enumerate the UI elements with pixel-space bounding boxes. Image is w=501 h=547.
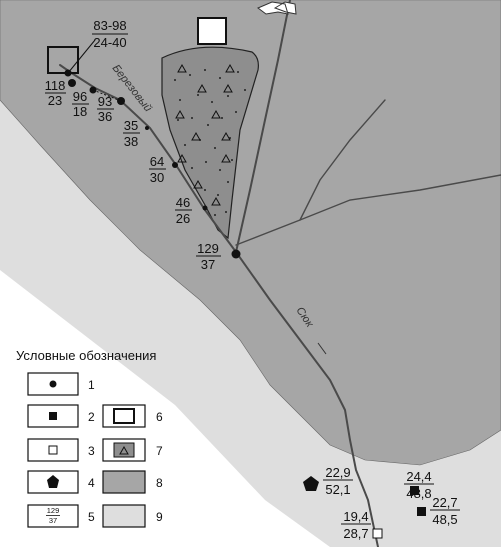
svg-text:30: 30: [150, 170, 164, 185]
legend-number: 1: [88, 378, 95, 392]
legend-dump-triangle: [119, 445, 129, 455]
dump-dots: [174, 69, 246, 216]
svg-text:23: 23: [48, 93, 62, 108]
legend-number: 5: [88, 510, 95, 524]
river-syuk-dash: [317, 342, 327, 355]
legend-square-open-icon: [48, 445, 58, 455]
svg-text:129: 129: [197, 241, 219, 256]
legend-pentagon-icon: [47, 475, 59, 488]
river-network: [59, 0, 501, 547]
leader-line: [67, 39, 96, 74]
zone-dark-gray: [0, 0, 501, 466]
svg-text:35: 35: [124, 118, 138, 133]
river-syuk: [235, 251, 379, 547]
svg-text:18: 18: [73, 104, 87, 119]
tributary-east: [235, 174, 501, 246]
quarry-rect-north: [197, 17, 227, 45]
svg-text:22,9: 22,9: [325, 465, 350, 480]
legend-dump-icon: [113, 442, 135, 458]
sample-point-circle: [145, 126, 149, 130]
sample-points: [64, 69, 426, 539]
sample-label: 24,4 48,8: [404, 469, 434, 501]
svg-text:52,1: 52,1: [325, 482, 350, 497]
svg-text:36: 36: [98, 109, 112, 124]
svg-text:96: 96: [73, 89, 87, 104]
sample-labels: 83-98 24-40 118 23 96 18 93 36 35 38 64 …: [45, 18, 460, 541]
svg-text:19,4: 19,4: [343, 509, 368, 524]
sample-point-circle: [117, 97, 125, 105]
sample-label: 46 26: [175, 195, 192, 226]
svg-text:83-98: 83-98: [93, 18, 126, 33]
sample-label: 19,4 28,7: [341, 509, 371, 541]
legend-number: 3: [88, 444, 95, 458]
sample-point-pentagon: [303, 476, 319, 491]
legend: Условные обозначения 1 2 3 4 129 37 5 6 …: [16, 348, 163, 528]
legend-number: 6: [156, 410, 163, 424]
sample-label: 93 36: [97, 94, 114, 124]
sample-point-square-open: [372, 528, 383, 539]
legend-title: Условные обозначения: [16, 348, 156, 363]
legend-dark-gray-swatch: [102, 470, 146, 494]
svg-text:118: 118: [45, 78, 66, 93]
sample-point-circle: [68, 79, 76, 87]
dump-triangles: [175, 63, 235, 206]
legend-fraction-top: 129: [47, 506, 60, 515]
sample-label: 118 23: [45, 78, 66, 108]
svg-text:38: 38: [124, 134, 138, 149]
svg-text:37: 37: [201, 257, 215, 272]
sample-point-circle: [202, 205, 208, 211]
sample-point-circle: [231, 249, 241, 259]
legend-open-rect-icon: [113, 408, 135, 424]
sample-label: 22,9 52,1: [323, 465, 353, 497]
sample-label: 129 37: [196, 241, 221, 272]
sample-point-square-filled: [417, 507, 426, 516]
sample-label: 22,7 48,5: [430, 495, 460, 527]
sample-point-circle: [172, 162, 178, 168]
sample-label: 96 18: [72, 89, 89, 119]
ravine-outline: [257, 1, 297, 15]
svg-text:48,5: 48,5: [432, 512, 457, 527]
svg-text:93: 93: [98, 94, 112, 109]
leader-line: [92, 89, 122, 102]
legend-number: 9: [156, 510, 163, 524]
svg-text:26: 26: [176, 211, 190, 226]
svg-text:24,4: 24,4: [406, 469, 431, 484]
legend-number: 7: [156, 444, 163, 458]
svg-text:24-40: 24-40: [93, 35, 126, 50]
tributary-north: [235, 0, 291, 253]
legend-fraction-bottom: 37: [49, 516, 57, 525]
svg-text:48,8: 48,8: [406, 486, 431, 501]
river-berezovy: [59, 64, 237, 253]
tributary-east-branch: [299, 99, 386, 221]
sample-point-square-filled: [410, 486, 419, 495]
svg-text:28,7: 28,7: [343, 526, 368, 541]
sample-label: 64 30: [149, 154, 166, 185]
legend-number: 8: [156, 476, 163, 490]
legend-box: [27, 504, 79, 528]
legend-square-filled-icon: [49, 412, 57, 420]
sample-label: 35 38: [123, 118, 140, 149]
legend-light-gray-swatch: [102, 504, 146, 528]
legend-number: 4: [88, 476, 95, 490]
svg-text:64: 64: [150, 154, 164, 169]
svg-text:46: 46: [176, 195, 190, 210]
svg-text:22,7: 22,7: [432, 495, 457, 510]
legend-number: 2: [88, 410, 95, 424]
sample-label: 83-98 24-40: [92, 18, 128, 50]
legend-circle-icon: [49, 380, 57, 388]
